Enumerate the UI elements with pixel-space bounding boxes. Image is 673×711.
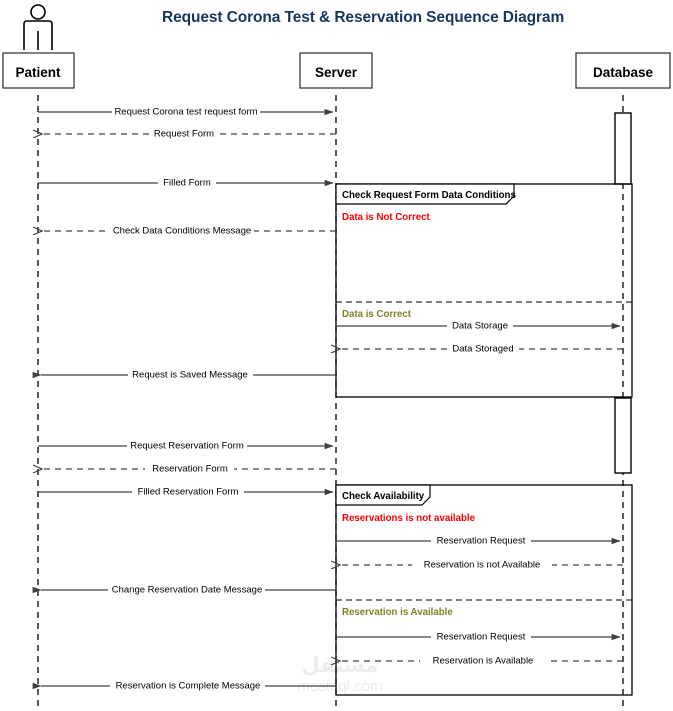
lifeline-lines	[37, 95, 624, 711]
message-label-m9: Reservation Form	[152, 464, 228, 475]
lifeline-head-server[interactable]: Server	[299, 52, 373, 89]
label-bg-m15	[420, 652, 546, 664]
label-bg-m5	[447, 317, 513, 329]
label-bg-m6	[447, 340, 519, 352]
message-label-m2: Request Form	[154, 129, 214, 140]
label-bg-m3	[158, 174, 216, 186]
label-bg-m1	[112, 103, 260, 115]
message-label-m15: Reservation is Available	[433, 656, 534, 667]
watermark-latin: mostaql.com	[297, 678, 382, 695]
lifeline-head-database[interactable]: Database	[575, 52, 671, 89]
label-bg-m11	[431, 532, 531, 544]
activation-bar-database-1	[614, 112, 632, 185]
activation-bar-database-2	[614, 397, 632, 474]
label-bg-m13	[108, 581, 265, 593]
fragment-label-1: Check Request Form Data Conditions	[342, 190, 516, 201]
fragment-tab-2	[335, 484, 431, 506]
lifeline-label-server: Server	[315, 65, 358, 80]
message-label-m13: Change Reservation Date Message	[112, 585, 263, 596]
message-reservation-is-not-available[interactable]: Reservation is not Available	[340, 556, 623, 571]
message-label-m16: Reservation is Complete Message	[116, 681, 261, 692]
message-filled-form[interactable]: Filled Form	[38, 174, 334, 189]
fragment-check-request-form-data-conditions[interactable]: Check Request Form Data Conditions Data …	[335, 183, 633, 398]
message-data-storage[interactable]: Data Storage	[336, 317, 621, 332]
message-reservation-request-1[interactable]: Reservation Request	[336, 532, 621, 547]
actor-icon-patient	[23, 4, 53, 50]
message-reservation-form[interactable]: Reservation Form	[42, 460, 336, 475]
message-label-m4: Check Data Conditions Message	[113, 226, 251, 237]
label-bg-m2	[149, 125, 218, 137]
label-bg-m12	[412, 556, 552, 568]
message-reservation-request-2[interactable]: Reservation Request	[336, 628, 621, 643]
watermark: مستقل mostaql.com	[297, 653, 382, 695]
label-bg-m10	[132, 483, 244, 495]
message-request-is-saved-message[interactable]: Request is Saved Message	[32, 366, 336, 381]
message-label-m14: Reservation Request	[437, 632, 526, 643]
fragment-guard-data-correct: Data is Correct	[342, 309, 412, 320]
message-check-data-conditions-message[interactable]: Check Data Conditions Message	[42, 222, 336, 237]
message-request-reservation-form[interactable]: Request Reservation Form	[38, 437, 334, 452]
label-bg-m9	[145, 460, 234, 472]
message-label-m6: Data Storaged	[452, 344, 513, 355]
message-label-m3: Filled Form	[163, 178, 211, 189]
label-bg-m4	[110, 222, 254, 234]
message-data-storaged[interactable]: Data Storaged	[340, 340, 623, 355]
label-bg-m14	[431, 628, 531, 640]
message-label-m8: Request Reservation Form	[130, 441, 244, 452]
label-bg-m8	[127, 437, 247, 449]
message-request-form[interactable]: Request Form	[42, 125, 336, 140]
fragment-guard-reservation-not-available: Reservations is not available	[342, 513, 476, 524]
page-title: Request Corona Test & Reservation Sequen…	[162, 9, 564, 26]
message-label-m11: Reservation Request	[437, 536, 526, 547]
fragment-guard-reservation-available: Reservation is Available	[342, 607, 453, 618]
message-filled-reservation-form[interactable]: Filled Reservation Form	[38, 483, 334, 498]
lifeline-box-database	[575, 52, 671, 89]
lifeline-box-patient	[2, 52, 75, 89]
message-label-m5: Data Storage	[452, 321, 508, 332]
message-label-m12: Reservation is not Available	[424, 560, 541, 571]
message-label-m1: Request Corona test request form	[114, 107, 257, 118]
lifeline-box-server	[299, 52, 373, 89]
message-reservation-is-complete-message[interactable]: Reservation is Complete Message	[32, 677, 336, 692]
message-request-corona-test-request-form[interactable]: Request Corona test request form	[38, 103, 334, 118]
lifeline-label-patient: Patient	[15, 65, 61, 80]
lifeline-label-database: Database	[593, 65, 654, 80]
message-change-reservation-date-message[interactable]: Change Reservation Date Message	[32, 581, 336, 596]
lifeline-head-patient[interactable]: Patient	[2, 52, 75, 89]
fragment-label-2: Check Availability	[342, 491, 425, 502]
message-label-m7: Request is Saved Message	[132, 370, 248, 381]
message-reservation-is-available[interactable]: Reservation is Available	[340, 652, 623, 667]
watermark-arabic: مستقل	[302, 653, 379, 677]
label-bg-m7	[128, 366, 253, 378]
fragment-guard-data-not-correct: Data is Not Correct	[342, 212, 431, 223]
message-label-m10: Filled Reservation Form	[138, 487, 239, 498]
fragment-tab-1	[335, 183, 515, 205]
label-bg-m16	[110, 677, 265, 689]
